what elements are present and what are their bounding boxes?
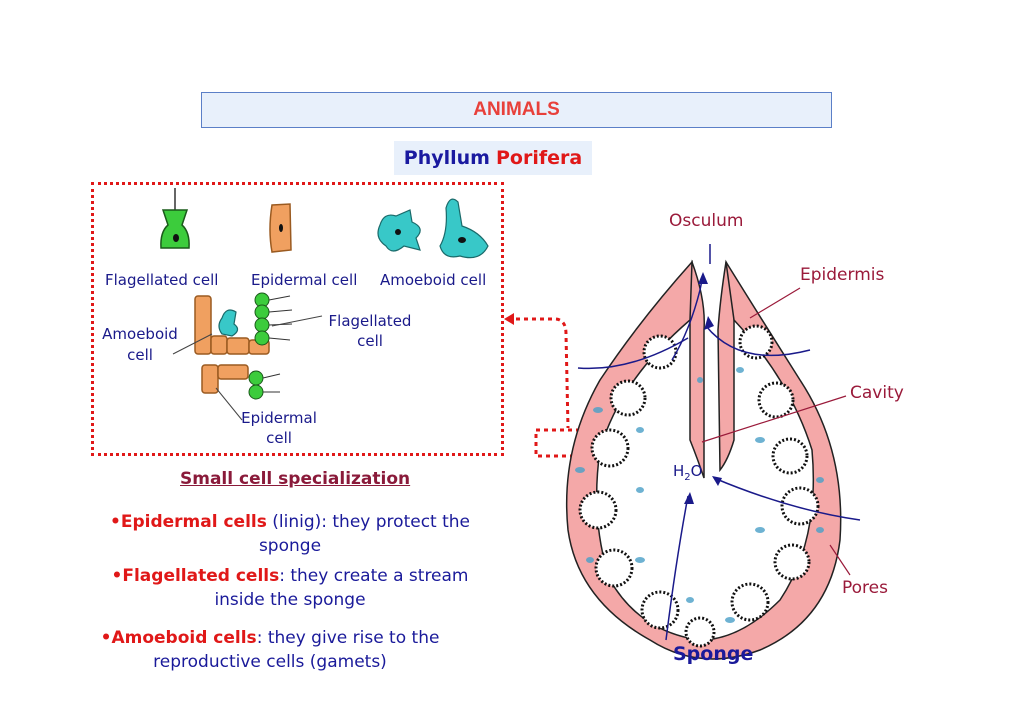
title-bar: ANIMALS <box>201 92 832 128</box>
label-water: H2O <box>673 462 703 483</box>
label-pores: Pores <box>842 578 888 598</box>
amoeboid-cell-label: Amoeboid cell <box>380 271 487 289</box>
tissue-flagellated-label-line2: cell <box>357 332 383 350</box>
tissue-flagellated-cells-icon <box>248 292 293 400</box>
sponge-diagram <box>565 244 861 660</box>
tissue-flagellated-label-line1: Flagellated <box>328 312 412 330</box>
tissue-amoeboid-cell-icon <box>218 309 239 337</box>
label-cavity: Cavity <box>850 383 904 403</box>
bullet-epidermal: •Epidermal cells (linig): they protect t… <box>109 512 471 556</box>
subtitle-porifera: Porifera <box>495 147 583 169</box>
page-title: ANIMALS <box>473 99 560 120</box>
tissue-amoeboid-label-line2: cell <box>127 346 153 364</box>
cell-types-box <box>91 182 504 456</box>
label-sponge: Sponge <box>673 643 754 665</box>
bullet-flagellated-key: Flagellated cells <box>122 566 280 586</box>
bullet-flagellated: •Flagellated cells: they create a stream… <box>111 566 469 610</box>
amoeboid-cell-icon <box>377 198 489 259</box>
epidermal-cell-label: Epidermal cell <box>251 271 358 289</box>
flagellated-cell-label: Flagellated cell <box>105 271 219 289</box>
bullet-amoeboid: •Amoeboid cells: they give rise to the r… <box>100 628 440 672</box>
tissue-epidermal-label-line2: cell <box>266 429 292 447</box>
tissue-amoeboid-label-line1: Amoeboid <box>102 325 178 343</box>
tissue-epidermal-cells-icon <box>194 295 270 394</box>
subtitle: Phyllum Porifera <box>394 141 592 175</box>
tissue-epidermal-label-line1: Epidermal <box>241 409 317 427</box>
label-osculum: Osculum <box>669 211 744 231</box>
flagellated-cell-icon <box>160 188 190 249</box>
subtitle-phyllum: Phyllum <box>403 147 490 169</box>
label-epidermis: Epidermis <box>800 265 885 285</box>
epidermal-cell-icon <box>269 203 292 253</box>
bullet-epidermal-key: Epidermal cells <box>120 512 267 532</box>
specialization-heading: Small cell specialization <box>180 469 411 489</box>
bullet-amoeboid-key: Amoeboid cells <box>111 628 257 648</box>
